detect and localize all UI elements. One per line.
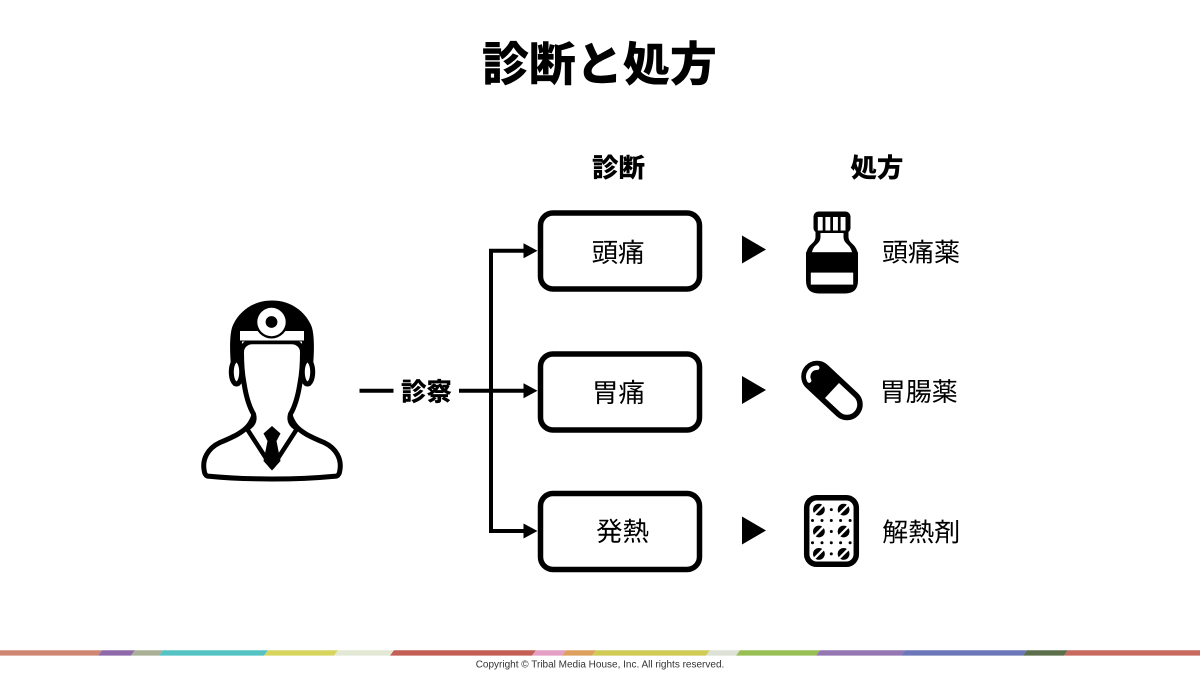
svg-text:Copyright © Tribal Media House: Copyright © Tribal Media House, Inc. All… (476, 660, 725, 671)
